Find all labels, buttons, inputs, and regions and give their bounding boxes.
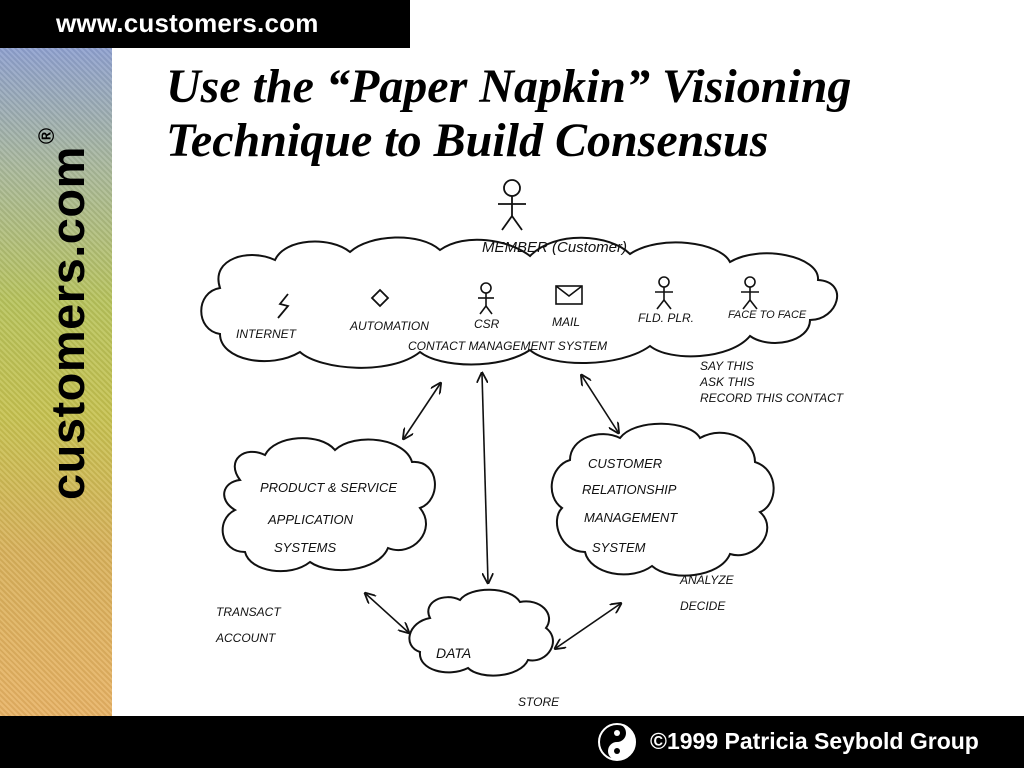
note-record-this-contact: RECORD THIS CONTACT [700,391,845,405]
product-service-cloud [221,437,436,573]
contact-management-cloud [200,236,839,369]
footer-copyright: ©1999 Patricia Seybold Group [650,728,979,754]
channel-csr: CSR [474,317,500,331]
crm-line-1: CUSTOMER [588,456,662,471]
top-url-bar: www.customers.com [0,0,410,48]
face-to-face-stick-figure-icon [741,276,759,310]
slide-title: Use the “Paper Napkin” Visioning Techniq… [166,60,1006,168]
channel-mail: MAIL [552,315,580,329]
title-line-2: Technique to Build Consensus [166,114,769,167]
vertical-brand: customers.com® [34,127,95,500]
crm-line-4: SYSTEM [592,540,646,555]
note-store: STORE [518,695,560,709]
contact-system-label: CONTACT MANAGEMENT SYSTEM [408,339,607,353]
crm-cloud [550,422,775,577]
note-ask-this: ASK THIS [699,375,755,389]
brand-text: customers.com [41,146,94,500]
napkin-diagram: MEMBER (Customer) INTERNET AUTOMATION CS… [200,179,845,709]
note-transact: TRANSACT [216,605,282,619]
arrow-product-to-data [366,594,408,632]
yin-yang-logo-icon [598,723,636,761]
arrow-contact-to-data [482,374,488,582]
side-brand-strip [0,48,112,716]
channel-field-player: FLD. PLR. [638,311,694,325]
note-say-this: SAY THIS [700,359,754,373]
data-label: DATA [436,645,471,661]
arrow-contact-to-product [404,384,440,438]
product-service-line-1: PRODUCT & SERVICE [260,480,397,495]
arrow-data-to-crm [556,604,620,648]
data-cloud [408,588,554,677]
channel-face-to-face: FACE TO FACE [728,309,807,321]
footer-bar [0,716,1024,768]
automation-diamond-icon [370,288,390,308]
internet-lightning-icon [277,293,290,319]
arrow-contact-to-crm [582,376,618,432]
member-label: MEMBER (Customer) [482,239,627,256]
mail-envelope-icon [555,285,583,305]
crm-line-3: MANAGEMENT [584,510,678,525]
title-line-1: Use the “Paper Napkin” Visioning [166,60,852,113]
note-analyze: ANALYZE [679,573,735,587]
product-service-line-3: SYSTEMS [274,540,336,555]
channel-automation: AUTOMATION [349,319,429,333]
field-player-stick-figure-icon [655,276,673,310]
csr-stick-figure-icon [478,282,494,315]
site-url: www.customers.com [56,8,319,38]
member-stick-figure-icon [498,179,526,231]
channel-internet: INTERNET [236,327,298,341]
crm-line-2: RELATIONSHIP [582,482,677,497]
registered-mark: ® [34,127,59,145]
note-account: ACCOUNT [215,631,277,645]
product-service-line-2: APPLICATION [267,512,354,527]
note-decide: DECIDE [680,599,726,613]
